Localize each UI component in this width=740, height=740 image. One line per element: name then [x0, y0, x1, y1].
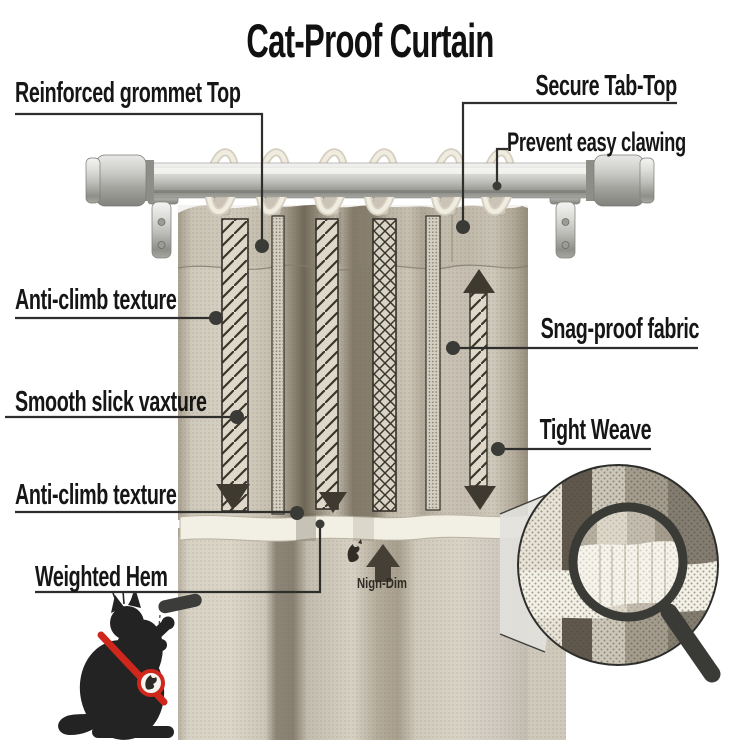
leader-prevent-clawing	[495, 147, 508, 186]
texture-strips	[216, 215, 496, 515]
cat-whiskers	[112, 590, 135, 607]
down-arrow-icon	[464, 486, 496, 510]
label-tight-weave: Tight Weave	[539, 414, 651, 446]
label-reinforced-grommet-top: Reinforced grommet Top	[15, 77, 241, 109]
down-arrow-icon	[216, 484, 250, 510]
magnifier-ring	[568, 502, 688, 622]
rod-tube	[99, 162, 639, 199]
curtain-rings-front	[204, 197, 516, 216]
magnifier-handle	[660, 603, 721, 683]
rod-bracket-left	[147, 191, 179, 259]
hem-arrow-caption: Nign-Dim	[357, 575, 408, 592]
callout-dots	[209, 181, 505, 529]
label-anti-climb-texture-upper: Anti-climb texture	[15, 284, 177, 316]
weighted-hem-band	[179, 513, 529, 542]
strip-dotted-1	[271, 215, 285, 515]
rod-bracket-right	[549, 191, 581, 259]
no-cat-scratching-icon	[58, 590, 202, 740]
rod-end-cap-right	[586, 154, 655, 207]
label-prevent-easy-clawing: Prevent easy clawing	[507, 127, 686, 157]
label-secure-tab-top: Secure Tab-Top	[535, 70, 678, 102]
curtain-rod-assembly	[85, 148, 655, 259]
label-snag-proof-fabric: Snag-proof fabric	[540, 313, 699, 345]
rod-end-cap-left	[85, 154, 154, 207]
strip-hatch-2	[315, 218, 347, 513]
climbing-cat-icon	[347, 539, 362, 563]
callout-lines	[5, 101, 698, 594]
label-weighted-hem: Weighted Hem	[35, 561, 168, 593]
up-arrow-icon	[366, 544, 400, 582]
page-title: Cat-Proof Curtain	[246, 14, 494, 67]
leader-weighted-hem	[35, 524, 322, 594]
leader-reinforced-grommet	[15, 112, 264, 246]
header-gather-pleats	[294, 210, 453, 266]
cat-silhouette	[58, 590, 175, 740]
label-anti-climb-texture-lower: Anti-climb texture	[15, 479, 177, 511]
strip-hatch-right	[463, 269, 496, 510]
strip-hatch-1	[216, 218, 250, 512]
strip-crosshatch	[372, 218, 397, 512]
prohibition-circle	[137, 669, 165, 697]
magnifier-detail	[499, 464, 721, 683]
down-arrow-icon	[319, 492, 347, 513]
roller-icon	[158, 593, 202, 614]
up-arrow-icon	[463, 269, 495, 293]
label-smooth-slick-vaxture: Smooth slick vaxture	[15, 386, 207, 418]
strip-dotted-2	[425, 215, 441, 511]
leader-secure-tab-top	[461, 101, 677, 227]
hem-callout-icons	[347, 539, 400, 582]
